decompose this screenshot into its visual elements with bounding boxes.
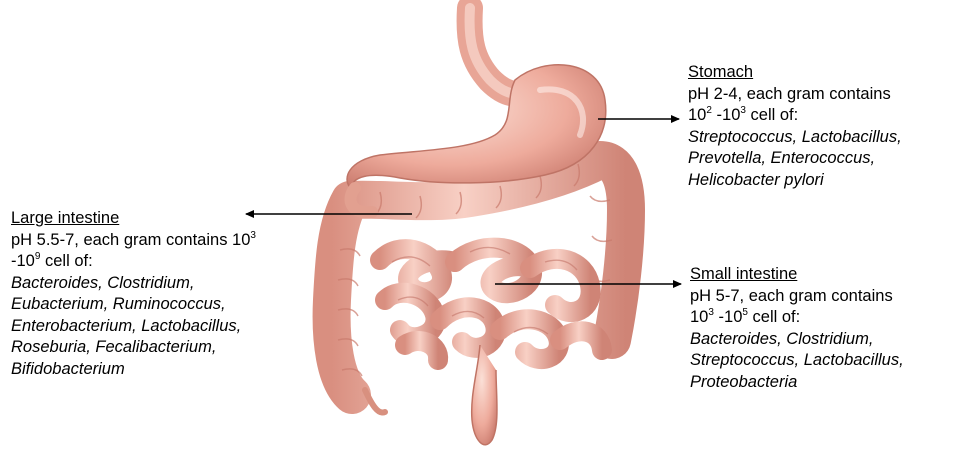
stomach-label: Stomach pH 2-4, each gram contains 102 -… — [688, 62, 950, 191]
large-intestine-label: Large intestine pH 5.5-7, each gram cont… — [11, 208, 321, 380]
stomach-count-line: 102 -103 cell of: — [688, 105, 950, 127]
small-intestine — [380, 248, 602, 360]
stomach-species-3: Helicobacter pylori — [688, 170, 950, 192]
stomach-species-1: Streptococcus, Lactobacillus, — [688, 127, 950, 149]
large-intestine-ph-line: pH 5.5-7, each gram contains 103 — [11, 230, 321, 252]
small-intestine-ph-line: pH 5-7, each gram contains — [690, 286, 952, 308]
small-intestine-species-1: Bacteroides, Clostridium, — [690, 329, 952, 351]
large-intestine-species-1: Bacteroides, Clostridium, — [11, 273, 321, 295]
large-intestine-species-4: Roseburia, Fecalibacterium, — [11, 337, 321, 359]
small-intestine-title: Small intestine — [690, 264, 952, 286]
large-intestine-species-5: Bifidobacterium — [11, 359, 321, 381]
small-intestine-label: Small intestine pH 5-7, each gram contai… — [690, 264, 952, 393]
rectum — [472, 345, 497, 445]
stomach-species-2: Prevotella, Enterococcus, — [688, 148, 950, 170]
large-intestine-title: Large intestine — [11, 208, 321, 230]
large-intestine-species-3: Enterobacterium, Lactobacillus, — [11, 316, 321, 338]
small-intestine-count-line: 103 -105 cell of: — [690, 307, 952, 329]
large-intestine-count-line: -109 cell of: — [11, 251, 321, 273]
stomach-title: Stomach — [688, 62, 950, 84]
small-intestine-species-2: Streptococcus, Lactobacillus, — [690, 350, 952, 372]
small-intestine-species-3: Proteobacteria — [690, 372, 952, 394]
stomach-ph-line: pH 2-4, each gram contains — [688, 84, 950, 106]
large-intestine-species-2: Eubacterium, Ruminococcus, — [11, 294, 321, 316]
